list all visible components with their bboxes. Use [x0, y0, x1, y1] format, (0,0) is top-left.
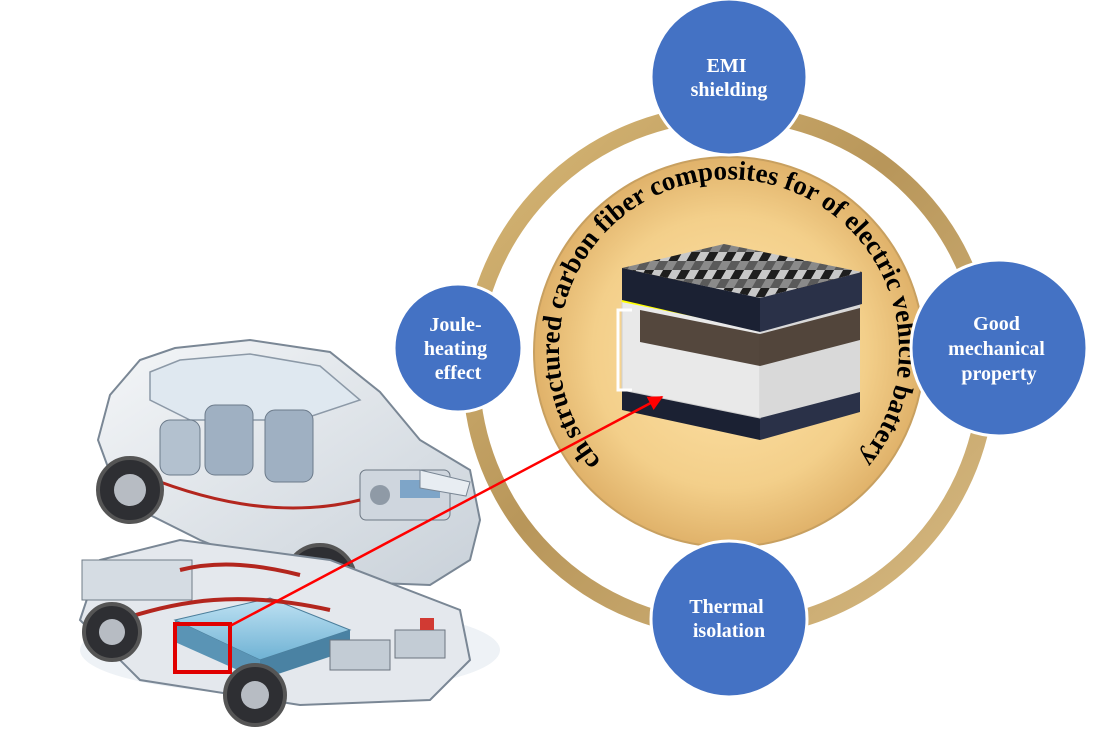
node-thermal-isolation: Thermal isolation [649, 539, 809, 699]
pointer-arrow [229, 395, 664, 628]
node-emi-line-1: EMI [707, 55, 747, 77]
node-emi-shielding: EMI shielding [649, 0, 809, 157]
node-thermal-line-1: Thermal [689, 596, 764, 618]
sandwich-panel-illustration [616, 244, 862, 440]
node-mech-line-2: mechanical [948, 338, 1045, 360]
node-emi-line-2: shielding [691, 79, 768, 101]
svg-text:Joule- heating eff: Joule- heating effect [424, 314, 492, 384]
node-thermal-line-2: isolation [693, 620, 765, 642]
svg-text:Thermal isolation: Thermal isolation [689, 596, 768, 642]
node-joule-heating-effect: Joule- heating effect [392, 282, 524, 414]
node-mech-line-1: Good [973, 313, 1020, 335]
node-good-mechanical-property: Good mechanical property [909, 258, 1089, 438]
node-joule-line-1: Joule- [429, 314, 481, 336]
battery-highlight-box [173, 622, 232, 674]
node-mech-line-3: property [961, 363, 1036, 385]
node-joule-line-2: heating [424, 338, 487, 360]
svg-text:Good mechanical pr: Good mechanical property [948, 313, 1050, 385]
electric-vehicle-illustration [78, 338, 500, 727]
node-joule-line-3: effect [435, 362, 482, 384]
svg-text:EMI shielding: EMI shielding [691, 55, 768, 101]
